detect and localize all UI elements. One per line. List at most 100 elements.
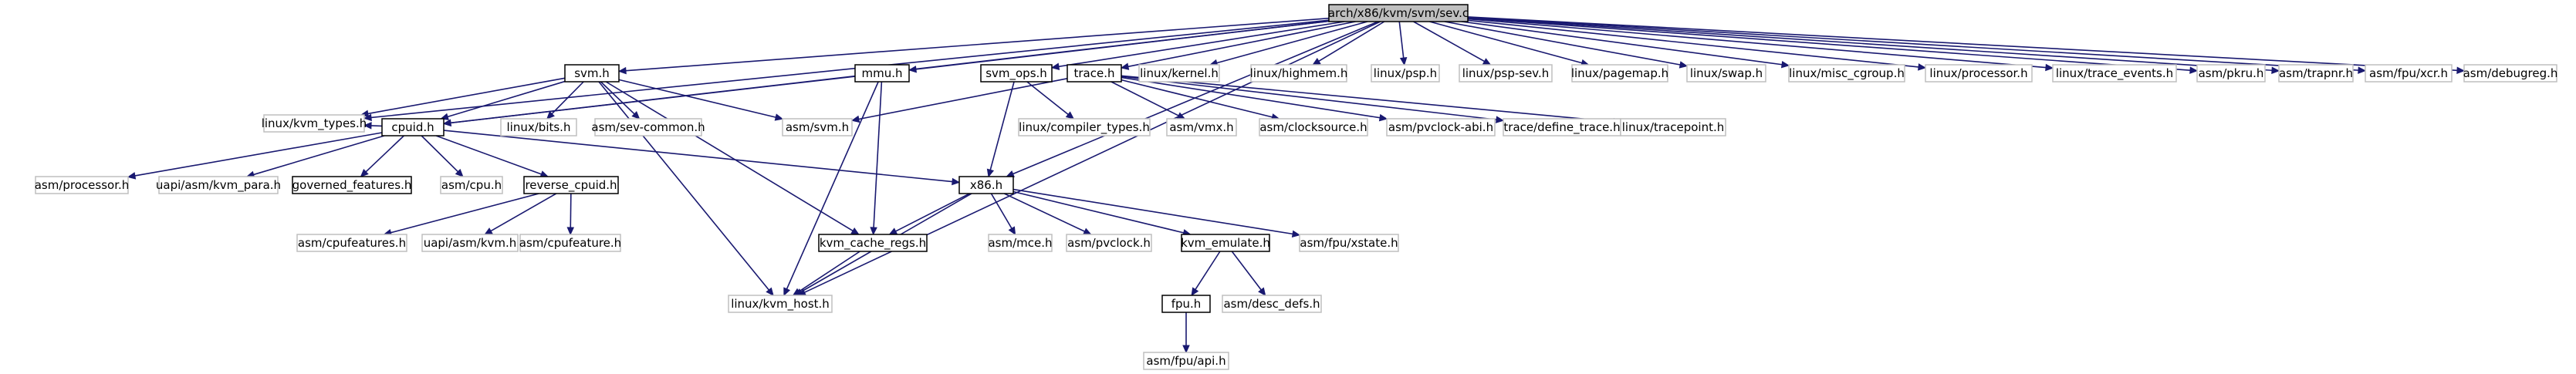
- node-label-trace_h: trace.h: [1074, 66, 1115, 80]
- node-box-uapikvm: [421, 234, 519, 252]
- edge-arrowhead-cpuid_h-to-governed: [360, 169, 369, 177]
- node-label-svm_ops: svm_ops.h: [985, 66, 1047, 81]
- node-lpspsev: linux/psp-sev.h: [1459, 64, 1553, 83]
- node-acpufeature: asm/cpufeature.h: [519, 234, 621, 252]
- edge-arrowhead-sev_c-to-lproc: [1918, 63, 1927, 71]
- node-trace_h[interactable]: trace.h: [1067, 64, 1122, 83]
- node-box-afpuxcr: [2365, 64, 2453, 83]
- node-governed[interactable]: governed_features.h: [292, 176, 412, 194]
- node-box-apvclock: [1066, 234, 1152, 252]
- node-label-aproc: asm/processor.h: [35, 178, 130, 192]
- edge-trace_h-to-asvm: [858, 78, 1068, 120]
- edge-cpuid_h-to-aproc: [134, 132, 383, 177]
- node-box-aproc: [35, 176, 129, 194]
- node-box-avmx: [1166, 118, 1237, 136]
- edge-svm_h-to-kvm_types: [367, 77, 566, 115]
- node-afpuxcr: asm/fpu/xcr.h: [2365, 64, 2453, 83]
- edge-sev_c-to-adebugreg: [1467, 16, 2458, 72]
- node-uapikvmpara: uapi/asm/kvm_para.h: [156, 176, 281, 194]
- edge-arrowhead-fpu_h-to-afpuapi: [1182, 345, 1190, 354]
- edge-kvmemul-to-adescdefs: [1231, 251, 1262, 291]
- node-box-acpu: [440, 176, 503, 194]
- node-afpuapi: asm/fpu/api.h: [1143, 352, 1229, 370]
- edge-arrowhead-svm_ops-to-lcompiler: [1065, 111, 1075, 120]
- edge-arrowhead-trace_h-to-asvm: [850, 115, 860, 123]
- node-label-lkernel: linux/kernel.h: [1140, 66, 1219, 80]
- edge-svm_h-to-kvmcache: [605, 81, 854, 232]
- edge-sev_c-to-lpspsev: [1413, 21, 1485, 62]
- node-sev_c[interactable]: arch/x86/kvm/svm/sev.c: [1328, 4, 1469, 22]
- edges-layer: [127, 16, 2466, 354]
- node-lbits: linux/bits.h: [500, 118, 577, 136]
- edge-revcpuid-to-acpufeatures: [390, 193, 539, 234]
- node-box-x86_h: [958, 176, 1014, 194]
- edge-arrowhead-sev_c-to-lhighmem: [1312, 58, 1321, 66]
- edge-svm_ops-to-x86_h: [989, 81, 1015, 170]
- node-box-apkru: [2196, 64, 2266, 83]
- node-label-lhighmem: linux/highmem.h: [1250, 66, 1348, 80]
- edge-arrowhead-sev_c-to-svm_ops: [1050, 62, 1060, 70]
- node-box-cpuid_h: [381, 118, 445, 136]
- node-label-svm_h: svm.h: [574, 66, 610, 80]
- node-aclock: asm/clocksource.h: [1259, 118, 1368, 136]
- edge-sev_c-to-trace_h: [1127, 21, 1356, 68]
- edge-sev_c-to-lpsp: [1398, 21, 1405, 59]
- node-revcpuid[interactable]: reverse_cpuid.h: [523, 176, 619, 194]
- node-kvmemul[interactable]: kvm_emulate.h: [1181, 234, 1270, 252]
- edge-sev_c-to-lkernel: [1216, 21, 1368, 64]
- edge-arrowhead-kvmemul-to-adescdefs: [1258, 287, 1266, 296]
- node-kvmcache[interactable]: kvm_cache_regs.h: [818, 234, 928, 252]
- node-mmu_h[interactable]: mmu.h: [854, 64, 910, 83]
- node-box-revcpuid: [523, 176, 619, 194]
- node-label-apvclock: asm/pvclock.h: [1067, 236, 1151, 250]
- edge-arrowhead-sev_c-to-afpuxcr: [2358, 66, 2367, 74]
- node-x86_h[interactable]: x86.h: [958, 176, 1014, 194]
- edge-arrowhead-revcpuid-to-acpufeature: [566, 227, 575, 236]
- node-fpu_h[interactable]: fpu.h: [1161, 295, 1211, 313]
- edge-trace_h-to-avmx: [1111, 81, 1179, 116]
- edge-sev_c-to-lswap: [1444, 21, 1681, 66]
- node-box-lproc: [1925, 64, 2033, 83]
- node-svm_ops[interactable]: svm_ops.h: [980, 64, 1053, 83]
- node-label-amce: asm/mce.h: [988, 236, 1052, 250]
- node-label-kvm_types: linux/kvm_types.h: [262, 116, 367, 131]
- edge-x86_h-to-amce: [990, 193, 1012, 229]
- edge-kvmemul-to-fpu_h: [1195, 251, 1221, 290]
- node-ltracepoint: linux/tracepoint.h: [1620, 118, 1726, 136]
- node-lswap: linux/swap.h: [1686, 64, 1766, 83]
- edge-revcpuid-to-acpufeature: [570, 193, 572, 228]
- node-lkernel: linux/kernel.h: [1138, 64, 1220, 83]
- node-label-sev_c: arch/x86/kvm/svm/sev.c: [1328, 6, 1469, 20]
- node-ltrace_ev: linux/trace_events.h: [2052, 64, 2177, 83]
- node-svm_h[interactable]: svm.h: [564, 64, 620, 83]
- edge-arrowhead-cpuid_h-to-aproc: [127, 172, 137, 180]
- node-label-cpuid_h: cpuid.h: [391, 120, 434, 134]
- edge-arrowhead-kvmcache-to-lkvmhost: [792, 288, 802, 296]
- node-label-governed: governed_features.h: [292, 178, 412, 193]
- node-label-apkru: asm/pkru.h: [2199, 66, 2264, 80]
- edge-arrowhead-sev_c-to-apkru: [2189, 66, 2199, 74]
- edge-x86_h-to-apvclock: [1003, 193, 1085, 232]
- edge-arrowhead-mmu_h-to-lkvmhost: [783, 287, 791, 297]
- node-box-asvm: [782, 118, 853, 136]
- node-label-kvmemul: kvm_emulate.h: [1181, 236, 1270, 251]
- node-cpuid_h[interactable]: cpuid.h: [381, 118, 445, 136]
- node-amce: asm/mce.h: [988, 234, 1053, 252]
- node-label-kvmcache: kvm_cache_regs.h: [820, 236, 926, 251]
- edge-arrowhead-x86_h-to-apvclock: [1083, 227, 1092, 235]
- edge-arrowhead-sev_c-to-lswap: [1678, 61, 1689, 69]
- edge-kvmcache-to-lkvmhost: [798, 251, 860, 292]
- edge-arrowhead-sev_c-to-x86_h: [1006, 170, 1015, 177]
- node-box-svm_h: [564, 64, 620, 83]
- node-box-fpu_h: [1161, 295, 1211, 313]
- edge-arrowhead-svm_h-to-asvm: [774, 113, 784, 121]
- node-box-afpuapi: [1143, 352, 1229, 370]
- node-box-adescdefs: [1222, 295, 1322, 313]
- edge-x86_h-to-kvmemul: [1012, 190, 1184, 234]
- node-lpagemap: linux/pagemap.h: [1571, 64, 1668, 83]
- edge-x86_h-to-kvmcache: [895, 193, 970, 232]
- node-box-uapikvmpara: [158, 176, 279, 194]
- node-box-apvclockabi: [1386, 118, 1496, 136]
- edge-svm_h-to-asevcommon: [600, 81, 635, 115]
- node-acpufeatures: asm/cpufeatures.h: [296, 234, 407, 252]
